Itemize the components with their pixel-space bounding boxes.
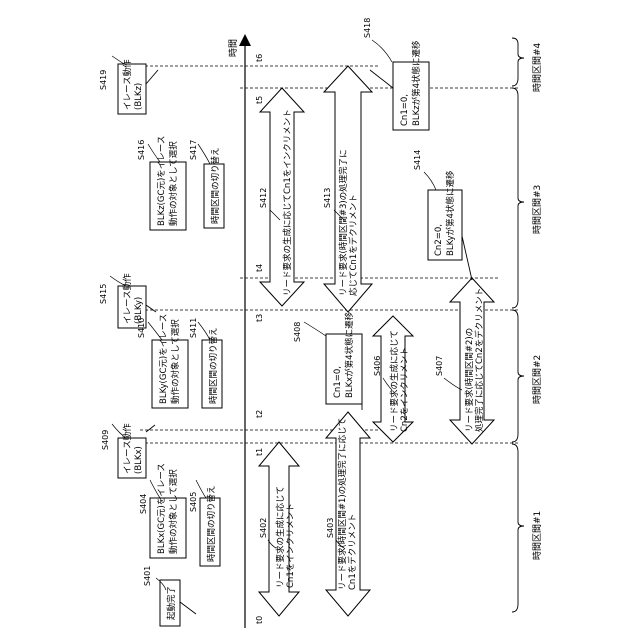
leader-s414 xyxy=(424,172,436,190)
time-axis-label: 時間 xyxy=(228,39,239,57)
interval-braces xyxy=(512,38,524,612)
interval-labels: 時間区間#1 時間区間#2 時間区間#3 時間区間#4 xyxy=(532,42,543,560)
leader-s408 xyxy=(304,322,326,336)
id-s406: S406 xyxy=(373,356,382,376)
id-s417: S417 xyxy=(189,140,198,160)
id-s405: S405 xyxy=(189,492,198,512)
s412-text: リード要求の生成に応じてCn1をインクリメント xyxy=(282,109,293,296)
id-s416: S416 xyxy=(137,140,146,160)
id-s411: S411 xyxy=(189,318,198,338)
id-s402: S402 xyxy=(259,518,268,538)
id-s410: S410 xyxy=(137,318,146,338)
id-s401: S401 xyxy=(143,566,152,586)
s402-text: リード要求の生成に応じて Cn1をインクリメント xyxy=(275,483,296,588)
box-s410 xyxy=(152,340,188,408)
interval-label-3: 時間区間#3 xyxy=(532,185,543,234)
box-s408 xyxy=(326,334,362,404)
time-mark-t0: t0 xyxy=(255,616,264,624)
leader-s417 xyxy=(198,144,210,164)
connector-s419 xyxy=(146,70,158,84)
s417-text: 時間区間の切り替え xyxy=(210,147,221,224)
connector-s418 xyxy=(370,70,393,88)
id-s414: S414 xyxy=(413,150,422,170)
box-s416 xyxy=(150,162,186,230)
interval-label-4: 時間区間#4 xyxy=(532,42,543,92)
id-s407: S407 xyxy=(435,356,444,376)
time-mark-t2: t2 xyxy=(255,410,264,418)
connector-s401 xyxy=(180,602,196,614)
id-s412: S412 xyxy=(259,188,268,208)
brace-interval-1 xyxy=(512,444,524,612)
interval-label-1: 時間区間#1 xyxy=(532,511,543,560)
id-s413: S413 xyxy=(323,188,332,208)
id-s409: S409 xyxy=(101,430,110,450)
interval-label-2: 時間区間#2 xyxy=(532,355,543,404)
s401-text: 起動完了 xyxy=(166,586,177,620)
connector-s409 xyxy=(146,425,155,432)
brace-interval-2 xyxy=(512,310,524,442)
s405-text: 時間区間の切り替え xyxy=(206,485,217,562)
connector-s415 xyxy=(146,305,156,312)
id-s404: S404 xyxy=(139,494,148,514)
leader-s407 xyxy=(444,378,462,390)
box-s404 xyxy=(150,498,186,558)
brace-interval-3 xyxy=(512,88,524,308)
id-s415: S415 xyxy=(99,284,108,304)
id-s408: S408 xyxy=(293,322,302,342)
id-s418: S418 xyxy=(363,18,372,38)
time-mark-t4: t4 xyxy=(255,264,264,272)
s406-text: リード要求の生成に応じて Cn2をインクリメント xyxy=(389,327,410,432)
leader-s418 xyxy=(372,40,392,62)
id-s403: S403 xyxy=(326,518,335,538)
time-mark-t6: t6 xyxy=(255,54,264,62)
time-mark-t3: t3 xyxy=(255,314,264,322)
connector-s414 xyxy=(462,236,472,280)
brace-interval-4 xyxy=(512,38,524,86)
time-mark-t1: t1 xyxy=(255,448,264,456)
time-mark-t5: t5 xyxy=(255,96,264,104)
id-s419: S419 xyxy=(99,70,108,90)
box-s418 xyxy=(393,62,429,130)
